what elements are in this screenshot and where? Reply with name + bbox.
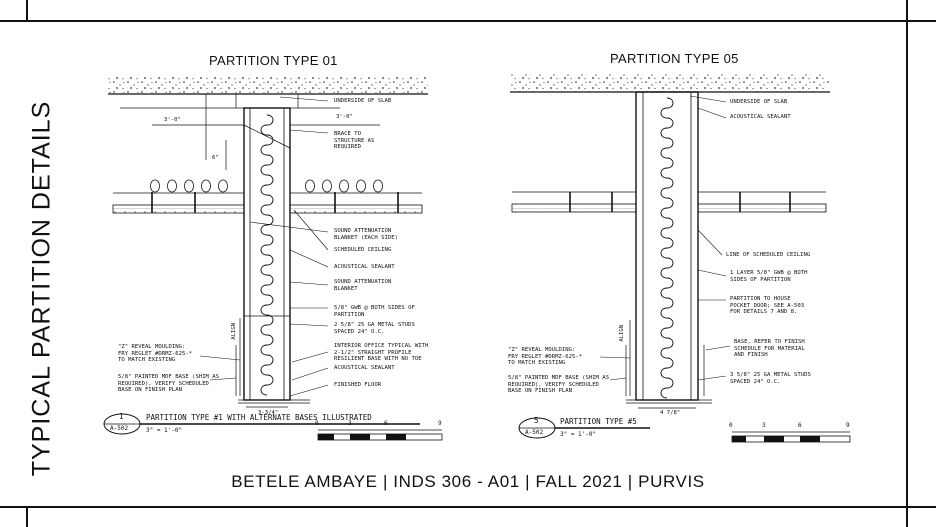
right-leaders xyxy=(599,95,731,381)
left-label-finished-floor: FINISHED FLOOR xyxy=(334,382,382,388)
frame-left-line-bottom xyxy=(26,506,28,527)
right-floor xyxy=(625,320,712,409)
left-floor xyxy=(235,312,310,408)
right-ceiling xyxy=(511,191,827,213)
left-label-mdf-base: 5/8" PAINTED MDF BASE (SHIM AS REQUIRED)… xyxy=(118,374,220,394)
frame-bottom-line xyxy=(0,506,936,508)
left-scale-tick-6: 6 xyxy=(384,420,388,427)
right-caption-number: 5 xyxy=(534,416,539,425)
left-wall xyxy=(243,107,291,401)
right-label-z-reveal: "Z" REVEAL MOULDING: FRY REGLET #DRMZ-62… xyxy=(508,347,583,367)
left-label-sound-blanket-each: SOUND ATTENUATION BLANKET (EACH SIDE) xyxy=(334,228,398,241)
left-caption-scale: 3" = 1'-0" xyxy=(146,427,183,434)
right-label-base: BASE, REFER TO FINISH SCHEDULE FOR MATER… xyxy=(734,339,805,359)
right-label-align: ALIGN xyxy=(619,324,626,342)
right-insulation xyxy=(660,97,674,399)
left-label-scheduled-ceiling: SCHEDULED CEILING xyxy=(334,247,392,253)
right-scale-tick-0: 0 xyxy=(729,422,733,429)
left-label-z-reveal: "Z" REVEAL MOULDING: FRY REGLET #DRMZ-62… xyxy=(118,344,193,364)
right-detail-title: PARTITION TYPE 05 xyxy=(610,51,739,66)
left-label-brace: BRACE TO STRUCTURE AS REQUIRED xyxy=(334,131,375,151)
left-insulation xyxy=(260,114,274,396)
left-label-acoustical-sealant-2: ACOUSTICAL SEALANT xyxy=(334,365,395,371)
left-scale-bar xyxy=(317,429,443,441)
right-scale-tick-6: 6 xyxy=(798,422,802,429)
left-caption-sheet: A-502 xyxy=(110,425,129,432)
right-scale-bar xyxy=(731,431,851,443)
left-detail-title: PARTITION TYPE 01 xyxy=(209,53,338,68)
left-dim-3ft-inner: 3'-0" xyxy=(336,114,353,120)
left-scale-tick-0: 0 xyxy=(315,420,319,427)
left-slab xyxy=(108,76,428,94)
right-slab xyxy=(510,74,830,92)
left-braces xyxy=(120,94,380,170)
left-label-metal-studs: 2 5/8" 25 GA METAL STUDS SPACED 24" O.C. xyxy=(334,322,415,335)
left-scale-tick-9: 9 xyxy=(438,420,442,427)
right-caption-text: PARTITION TYPE #5 xyxy=(560,417,637,426)
left-label-underside-slab: UNDERSIDE OF SLAB xyxy=(334,98,392,104)
right-scale-tick-3: 3 xyxy=(762,422,766,429)
right-label-mdf-base: 5/8" PAINTED MDF BASE (SHIM AS REQUIRED)… xyxy=(508,375,610,395)
frame-right-line xyxy=(906,0,908,527)
left-dim-3ft-outer: 3'-0" xyxy=(164,117,181,123)
left-scale-tick-3: 3 xyxy=(348,420,352,427)
left-caption xyxy=(103,413,420,435)
right-detail xyxy=(510,74,830,409)
right-label-gwb: 1 LAYER 5/8" GWB @ BOTH SIDES OF PARTITI… xyxy=(730,270,808,283)
right-caption-scale: 3" = 1'-0" xyxy=(560,431,597,438)
right-label-ceiling-line: LINE OF SCHEDULED CEILING xyxy=(726,252,811,258)
right-caption xyxy=(518,417,650,439)
left-label-align: ALIGN xyxy=(231,322,238,340)
left-dim-wall-width: 3-3/4" xyxy=(258,410,279,416)
footer-credit: BETELE AMBAYE | INDS 306 - A01 | FALL 20… xyxy=(231,472,705,491)
left-detail xyxy=(108,76,428,408)
left-label-gwb: 5/8" GWB @ BOTH SIDES OF PARTITION xyxy=(334,305,415,318)
left-caption-text: PARTITION TYPE #1 WITH ALTERNATE BASES I… xyxy=(146,413,372,422)
right-scale-tick-9: 9 xyxy=(846,422,850,429)
left-leaders xyxy=(199,96,329,397)
left-label-acoustical-sealant: ACOUSTICAL SEALANT xyxy=(334,264,395,270)
right-label-pocket-door: PARTITION TO HOUSE POCKET DOOR; SEE A-50… xyxy=(730,296,805,316)
left-dim-6in: 6" xyxy=(212,155,219,161)
frame-top-line xyxy=(0,20,936,22)
frame-left-line-top xyxy=(26,0,28,21)
right-caption-sheet: A-502 xyxy=(525,429,544,436)
right-label-acoustical-sealant: ACOUSTICAL SEALANT xyxy=(730,114,791,120)
right-label-metal-studs: 3 5/8" 25 GA METAL STUDS SPACED 24" O.C. xyxy=(730,372,811,385)
right-dim-wall-width: 4 7/8" xyxy=(660,410,681,416)
left-label-sound-blanket: SOUND ATTENUATION BLANKET xyxy=(334,279,392,292)
left-label-interior-office: INTERIOR OFFICE TYPICAL WITH 2-1/2" STRA… xyxy=(334,343,429,363)
right-label-underside-slab: UNDERSIDE OF SLAB xyxy=(730,99,788,105)
left-caption-number: 1 xyxy=(119,412,124,421)
left-ceiling xyxy=(112,179,423,214)
